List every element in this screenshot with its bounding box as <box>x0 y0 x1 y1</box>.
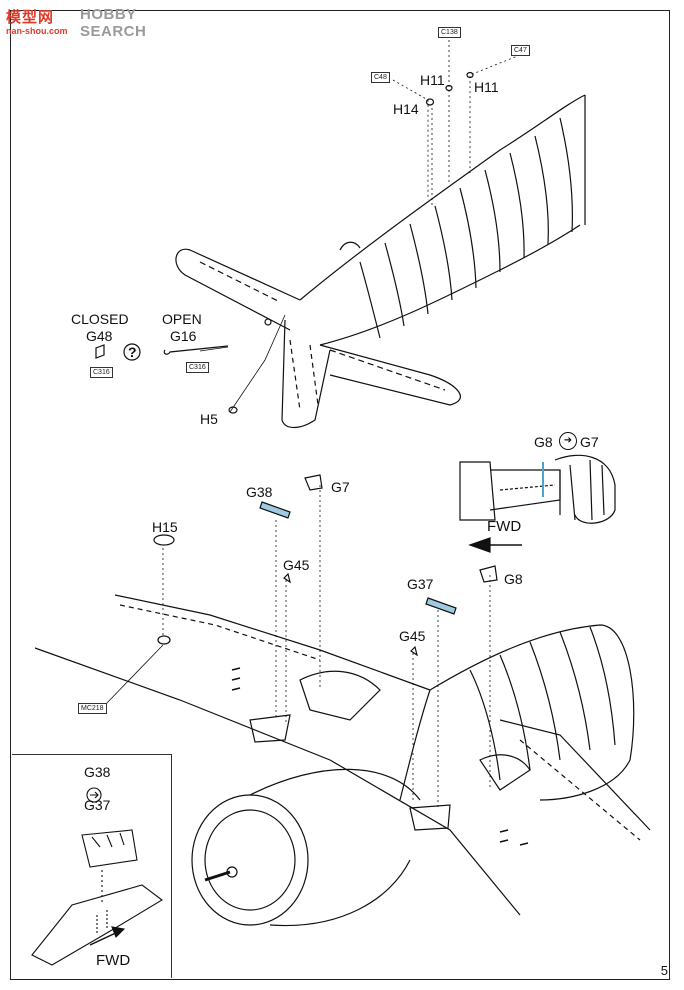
callout-open: OPEN <box>162 311 202 327</box>
page-border <box>10 10 670 980</box>
watermark: 模型网 HOBBY SEARCH nan-shou.com <box>2 2 162 40</box>
callout-inset-g38: G38 <box>84 764 111 780</box>
side-detail-drawing <box>459 454 616 524</box>
callout-g45-b: G45 <box>399 628 426 644</box>
callout-h15: H15 <box>152 519 178 535</box>
callout-g7-main: G7 <box>580 434 599 450</box>
tail-fuselage-drawing <box>175 94 586 429</box>
callout-c48: C48 <box>371 72 390 83</box>
callout-g38: G38 <box>246 484 273 500</box>
bottom-callout-lines <box>104 485 491 810</box>
wing-detail-marks <box>231 667 529 846</box>
watermark-url: nan-shou.com <box>6 26 68 36</box>
top-small-parts <box>95 71 474 414</box>
page-number: 5 <box>660 963 668 978</box>
callout-g45-a: G45 <box>283 557 310 573</box>
callout-inset-fwd: FWD <box>96 952 131 969</box>
callout-g16: G16 <box>170 328 197 344</box>
bottom-small-parts <box>153 474 498 657</box>
callout-fwd-main: FWD <box>487 518 522 535</box>
callout-c316-a: C316 <box>90 367 113 378</box>
callout-h5: H5 <box>200 411 218 427</box>
callout-g37: G37 <box>407 576 434 592</box>
wing-fuselage-drawing <box>34 594 651 927</box>
callout-c47: C47 <box>511 45 530 56</box>
callout-h11-a: H11 <box>420 72 445 88</box>
watermark-logo: 模型网 <box>6 9 55 26</box>
question-icon: ? <box>128 344 137 360</box>
callout-g8-main: G8 <box>534 434 553 450</box>
inset-detail-box <box>12 754 172 978</box>
swap-arrow-icon: ➜ <box>559 432 577 450</box>
callout-g7: G7 <box>331 479 350 495</box>
callout-h14: H14 <box>393 101 419 117</box>
callout-c138: C138 <box>438 27 461 38</box>
callout-closed: CLOSED <box>71 311 129 327</box>
callout-inset-g37: G37 <box>84 797 111 813</box>
watermark-brand: HOBBY SEARCH <box>80 6 147 40</box>
callout-h11-b: H11 <box>474 79 499 95</box>
callout-mc218: MC218 <box>78 703 107 714</box>
callout-c316-b: C316 <box>186 362 209 373</box>
inset-illustration <box>31 787 163 966</box>
callout-g8: G8 <box>504 571 523 587</box>
callout-g48: G48 <box>86 328 113 344</box>
